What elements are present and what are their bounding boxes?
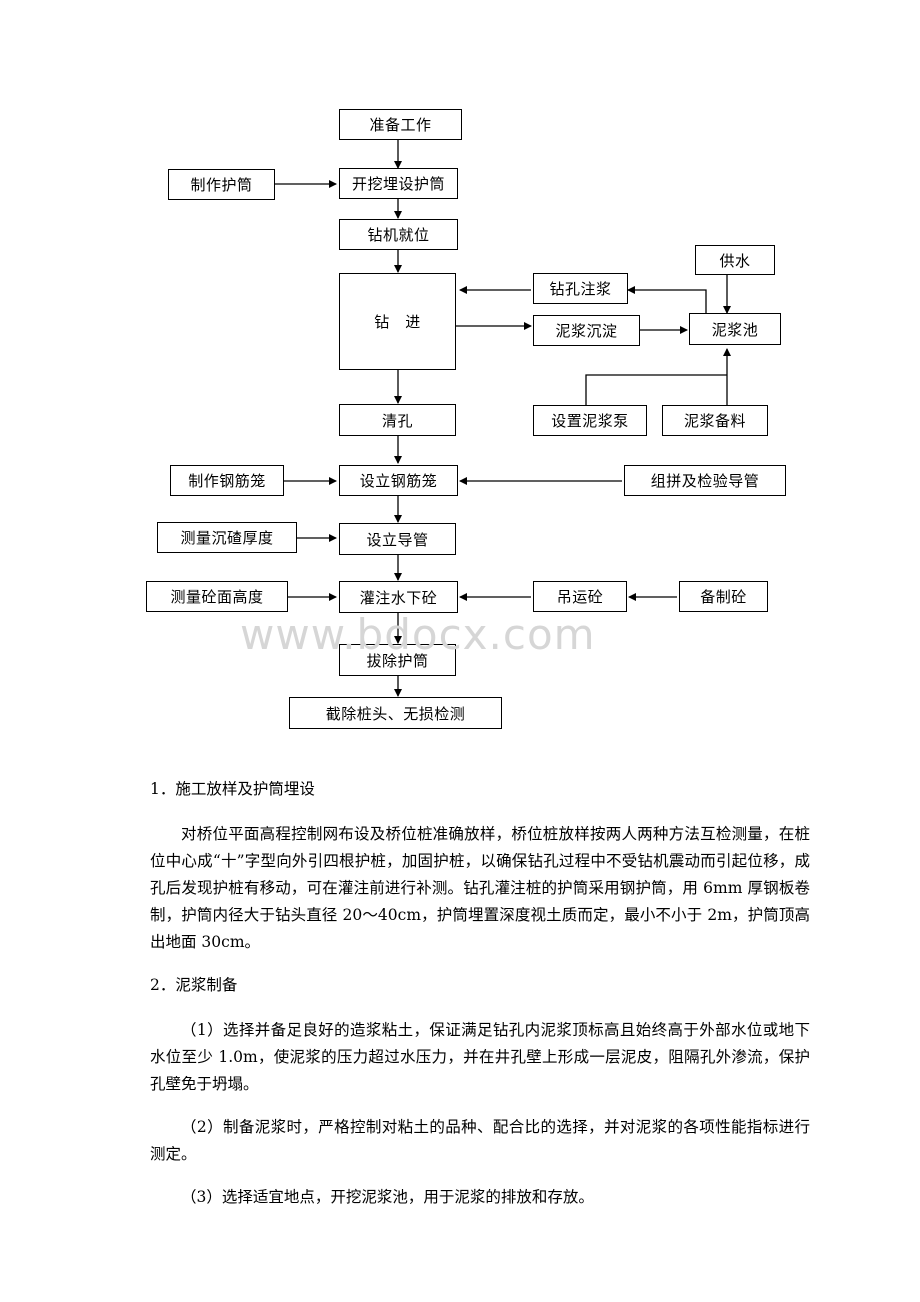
- node-prepare-concrete: 备制砼: [679, 581, 768, 612]
- section-2-paragraph-3: （3）选择适宜地点，开挖泥浆池，用于泥浆的排放和存放。: [181, 1188, 594, 1206]
- node-cut-pile: 截除桩头、无损检测: [289, 697, 502, 729]
- watermark: www.bdocx.com: [240, 610, 596, 659]
- node-clean-hole: 清孔: [339, 404, 456, 436]
- node-slurry-material: 泥浆备料: [662, 405, 768, 436]
- node-drilling: 钻 进: [339, 273, 456, 370]
- section-2-paragraph-1: （1）选择并备足良好的造浆粘土，保证满足钻孔内泥浆顶标高且始终高于外部水位或地下…: [150, 1021, 810, 1093]
- node-slurry-pump: 设置泥浆泵: [533, 405, 647, 436]
- node-prepare: 准备工作: [339, 109, 462, 140]
- line-pump-to-pool: [585, 374, 727, 405]
- section-1-heading: 1．施工放样及护筒埋设: [150, 780, 315, 798]
- flowchart: 准备工作 制作护筒 开挖埋设护筒 钻机就位 钻 进 钻孔注浆 供水 泥浆沉淀 泥…: [146, 109, 786, 729]
- node-dig-casing: 开挖埋设护筒: [339, 168, 458, 199]
- node-install-pipe: 设立导管: [339, 523, 456, 555]
- section-2-heading: 2．泥浆制备: [150, 976, 238, 994]
- node-remove-casing: 拔除护筒: [339, 644, 456, 676]
- node-install-cage: 设立钢筋笼: [339, 465, 458, 496]
- section-2-paragraph-2: （2）制备泥浆时，严格控制对粘土的品种、配合比的选择，并对泥浆的各项性能指标进行…: [150, 1118, 810, 1163]
- node-slurry-settle: 泥浆沉淀: [533, 315, 640, 346]
- node-assemble-pipe: 组拼及检验导管: [624, 465, 786, 496]
- node-water-supply: 供水: [695, 245, 775, 275]
- node-make-casing: 制作护筒: [168, 169, 275, 200]
- node-make-cage: 制作钢筋笼: [170, 465, 284, 496]
- arrow-pool-to-inject: [627, 286, 707, 315]
- node-slurry-inject: 钻孔注浆: [533, 273, 628, 304]
- body-text: 1．施工放样及护筒埋设 对桥位平面高程控制网布设及桥位桩准确放样，桥位桩放样按两…: [150, 776, 810, 1227]
- node-lift-concrete: 吊运砼: [533, 581, 627, 612]
- section-1-paragraph: 对桥位平面高程控制网布设及桥位桩准确放样，桥位桩放样按两人两种方法互检测量，在桩…: [150, 825, 810, 951]
- node-measure-sediment: 测量沉碴厚度: [157, 522, 297, 553]
- node-measure-concrete: 测量砼面高度: [146, 581, 288, 612]
- flowchart-arrows: [275, 140, 731, 697]
- node-slurry-pool: 泥浆池: [689, 313, 781, 345]
- node-rig-position: 钻机就位: [339, 219, 458, 250]
- node-pour-concrete: 灌注水下砼: [339, 581, 458, 613]
